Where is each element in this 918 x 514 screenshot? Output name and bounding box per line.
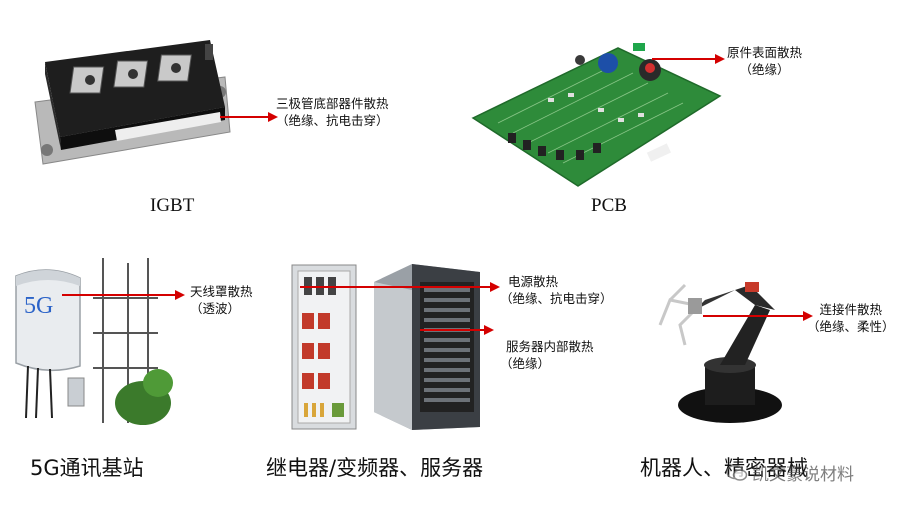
watermark-text: 凯文豪说材料 (752, 465, 854, 485)
robot-arrow (703, 311, 813, 321)
server-internal-note-line1: 服务器内部散热 (506, 339, 594, 354)
5g-arrow (62, 290, 185, 300)
robot-note: 连接件散热 （绝缘、柔性） (807, 301, 895, 335)
pcb-note-line2: （绝缘） (739, 62, 790, 77)
5g-note: 天线罩散热 （透波） (190, 283, 253, 317)
relay-power-arrow (300, 282, 500, 292)
igbt-note: 三极管底部器件散热 （绝缘、抗电击穿） (276, 95, 389, 129)
5g-base-station-image: 5G (15, 258, 173, 425)
igbt-note-line1: 三极管底部器件散热 (276, 96, 389, 111)
server-internal-note: 服务器内部散热 （绝缘） (500, 338, 594, 372)
5g-note-line2: （透波） (190, 301, 241, 316)
server-tower-image (374, 264, 480, 430)
5g-caption: 5G通讯基站 (30, 456, 144, 480)
5g-antenna-label: 5G (24, 293, 53, 319)
relay-power-note-line1: 电源散热 (508, 274, 559, 289)
pcb-note-line1: 原件表面散热 (727, 45, 803, 60)
server-internal-arrow (420, 325, 494, 335)
igbt-module-image (34, 40, 231, 165)
igbt-arrow (220, 112, 278, 122)
robot-arm-image (658, 282, 782, 423)
robot-caption: 机器人、精密器械 (640, 456, 808, 480)
pcb-board-image (471, 43, 722, 187)
pcb-arrow (652, 54, 725, 64)
relay-power-note: 电源散热 （绝缘、抗电击穿） (500, 273, 613, 307)
pcb-note: 原件表面散热 （绝缘） (727, 44, 802, 78)
robot-note-line1: 连接件散热 (819, 302, 883, 317)
relay-power-note-line2: （绝缘、抗电击穿） (500, 291, 613, 306)
server-internal-note-line2: （绝缘） (500, 356, 551, 371)
relay-cabinet-image (291, 264, 357, 430)
robot-note-line2: （绝缘、柔性） (807, 319, 895, 334)
watermark: 凯文豪说材料 (726, 460, 854, 485)
igbt-caption: IGBT (150, 195, 195, 216)
igbt-note-line2: （绝缘、抗电击穿） (276, 113, 389, 128)
pcb-caption: PCB (591, 195, 627, 216)
wechat-icon (726, 464, 748, 481)
relay-server-caption: 继电器/变频器、服务器 (266, 456, 484, 480)
5g-note-line1: 天线罩散热 (190, 284, 253, 299)
